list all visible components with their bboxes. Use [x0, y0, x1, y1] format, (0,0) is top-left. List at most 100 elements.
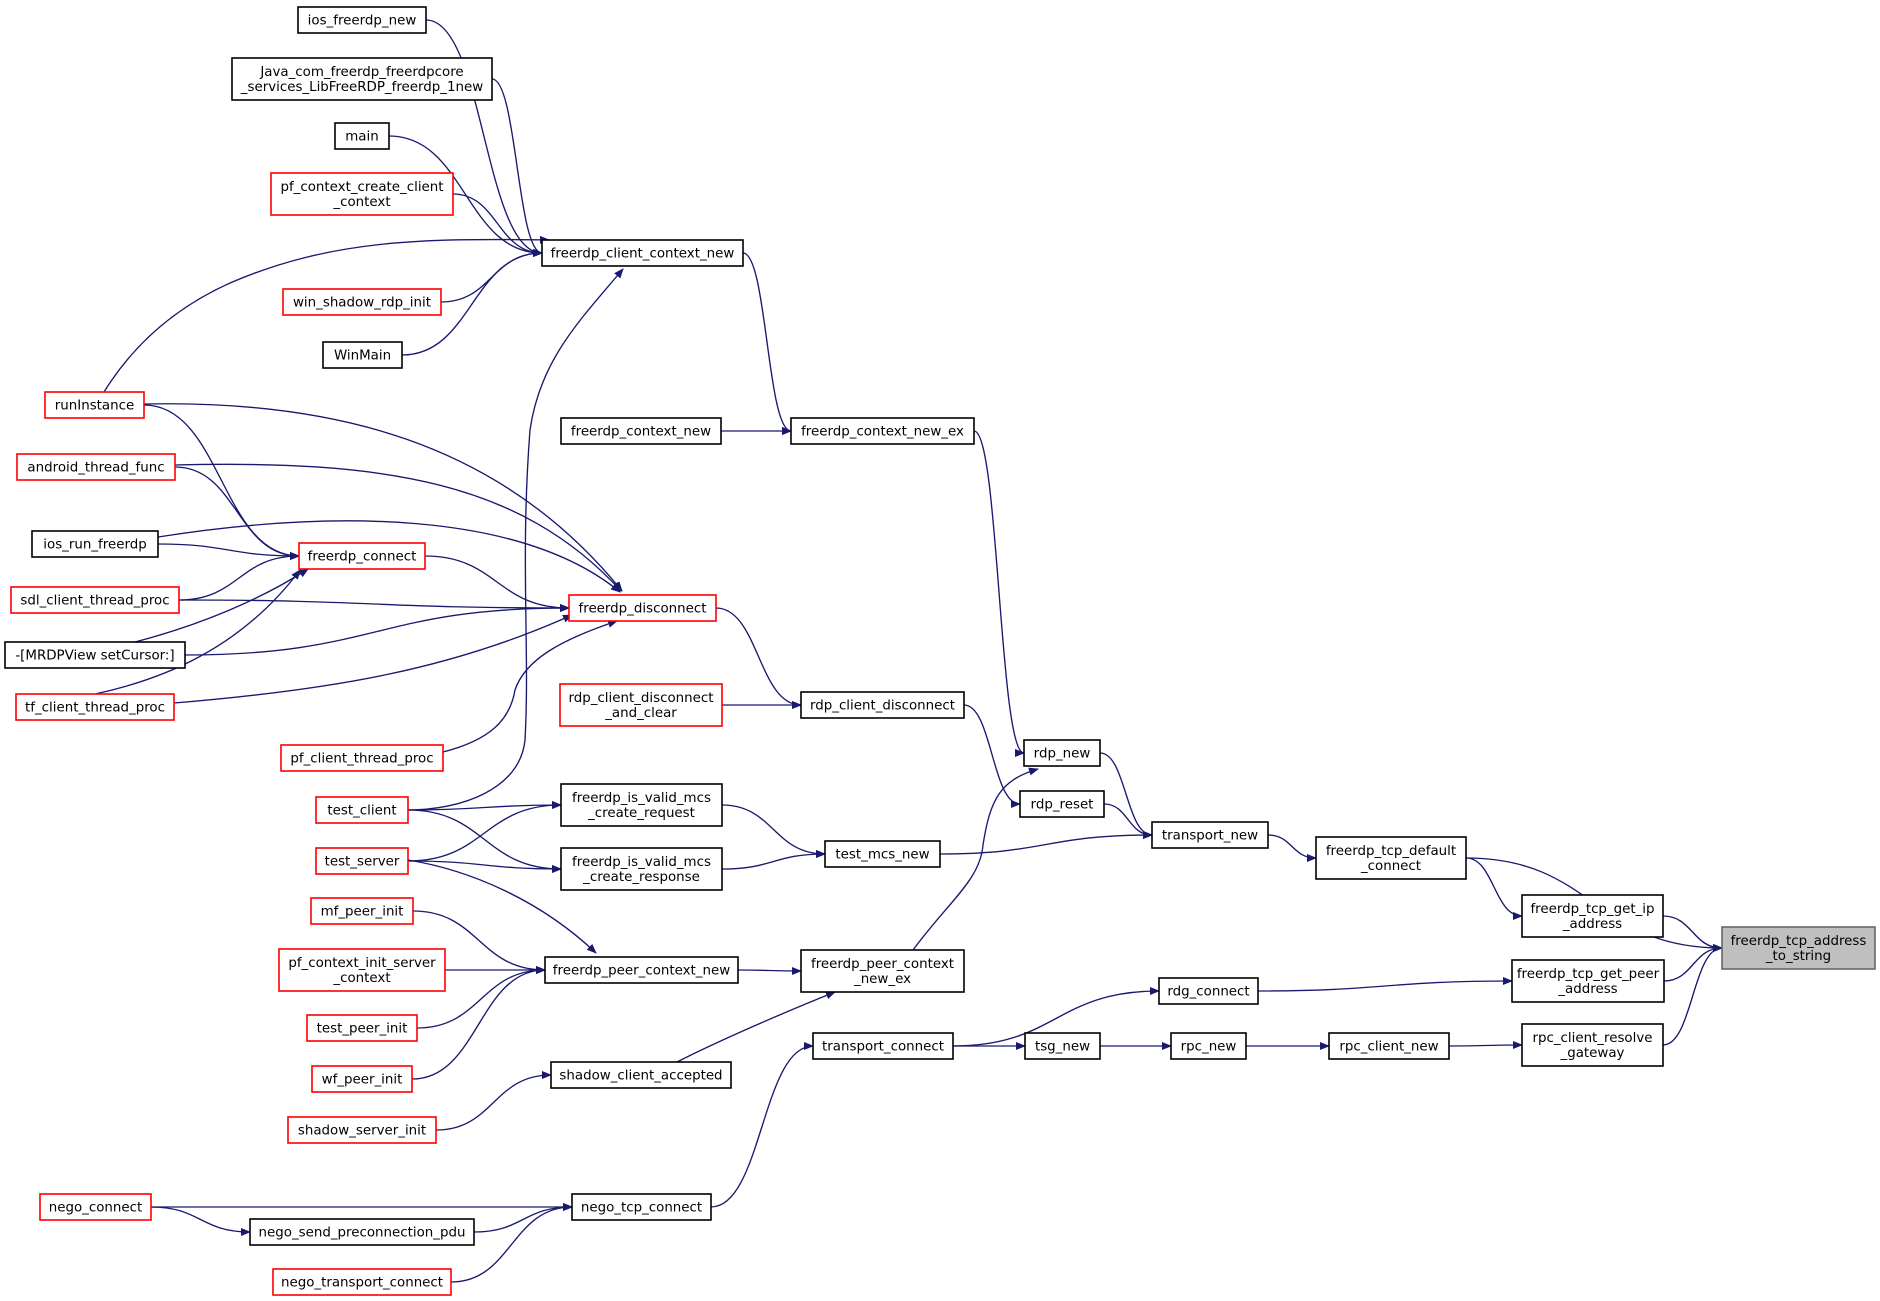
- edge-path: [452, 193, 543, 257]
- function-node[interactable]: freerdp_client_context_new: [541, 239, 744, 267]
- function-node[interactable]: freerdp_context_new_ex: [790, 417, 975, 445]
- function-node-root[interactable]: freerdp_tcp_address_to_string: [1721, 926, 1876, 970]
- call-edge: [184, 604, 570, 656]
- node-box: [298, 542, 426, 570]
- function-node[interactable]: tf_client_thread_proc: [15, 693, 175, 721]
- node-box: [790, 417, 975, 445]
- function-node[interactable]: rdp_client_disconnect: [800, 691, 965, 719]
- call-edge: [1103, 803, 1153, 839]
- function-node[interactable]: ios_freerdp_new: [297, 6, 427, 34]
- function-node[interactable]: transport_connect: [812, 1032, 954, 1060]
- function-node[interactable]: shadow_client_accepted: [550, 1061, 732, 1089]
- node-box: [282, 288, 442, 316]
- function-node[interactable]: rdp_reset: [1019, 790, 1105, 818]
- function-node[interactable]: nego_transport_connect: [272, 1268, 452, 1296]
- function-node[interactable]: rpc_new: [1170, 1032, 1247, 1060]
- edge-path: [157, 520, 621, 593]
- function-node[interactable]: pf_context_init_server_context: [278, 948, 446, 992]
- edge-path: [174, 466, 300, 560]
- call-edge: [721, 850, 826, 870]
- node-label: tsg_new: [1035, 1040, 1090, 1055]
- call-edge: [388, 135, 543, 257]
- node-label: _context: [332, 971, 390, 986]
- function-node[interactable]: freerdp_tcp_get_peer_address: [1511, 959, 1665, 1003]
- edges-layer: [94, 19, 1723, 1283]
- function-node[interactable]: rdp_new: [1023, 739, 1101, 767]
- edge-path: [1099, 752, 1153, 839]
- function-node[interactable]: shadow_server_init: [287, 1116, 437, 1144]
- node-box: [560, 783, 723, 827]
- function-node[interactable]: test_server: [315, 847, 409, 875]
- edge-path: [1257, 977, 1513, 992]
- call-edge: [424, 555, 570, 612]
- function-node[interactable]: test_peer_init: [306, 1014, 418, 1042]
- function-node[interactable]: ios_run_freerdp: [31, 530, 159, 558]
- node-box: [544, 956, 739, 984]
- call-edge: [407, 859, 597, 954]
- call-edge: [715, 607, 802, 709]
- function-node[interactable]: freerdp_is_valid_mcs_create_response: [560, 847, 723, 891]
- function-node[interactable]: Java_com_freerdp_freerdpcore_services_Li…: [231, 57, 493, 101]
- node-box: [10, 586, 180, 614]
- node-box: [249, 1218, 475, 1246]
- function-node[interactable]: rpc_client_resolve_gateway: [1521, 1023, 1664, 1067]
- function-node[interactable]: freerdp_tcp_get_ip_address: [1521, 894, 1664, 938]
- function-node[interactable]: freerdp_peer_context_new: [544, 956, 739, 984]
- edge-path: [412, 910, 546, 974]
- node-label: _and_clear: [604, 706, 677, 721]
- edge-path: [1103, 803, 1153, 839]
- edge-path: [134, 568, 309, 643]
- node-label: transport_connect: [822, 1040, 944, 1055]
- call-edge: [407, 809, 562, 873]
- call-edge: [676, 991, 836, 1063]
- function-node[interactable]: transport_new: [1151, 821, 1269, 849]
- call-edge: [411, 966, 546, 1080]
- function-node[interactable]: runInstance: [44, 391, 145, 419]
- node-box: [800, 691, 965, 719]
- node-box: [4, 641, 186, 669]
- function-node[interactable]: test_client: [315, 796, 409, 824]
- function-node[interactable]: sdl_client_thread_proc: [10, 586, 180, 614]
- function-node[interactable]: freerdp_disconnect: [568, 594, 717, 622]
- function-node[interactable]: win_shadow_rdp_init: [282, 288, 442, 316]
- function-node[interactable]: freerdp_connect: [298, 542, 426, 570]
- call-edge: [737, 966, 802, 975]
- edge-path: [710, 1042, 814, 1208]
- function-node[interactable]: wf_peer_init: [311, 1065, 413, 1093]
- node-label: freerdp_tcp_default: [1326, 844, 1456, 859]
- function-node[interactable]: nego_connect: [39, 1193, 152, 1221]
- node-label: freerdp_context_new_ex: [801, 425, 964, 440]
- function-node[interactable]: nego_tcp_connect: [571, 1193, 712, 1221]
- function-node[interactable]: rdg_connect: [1158, 977, 1259, 1005]
- node-label: pf_context_init_server: [288, 956, 436, 971]
- function-node[interactable]: freerdp_is_valid_mcs_create_request: [560, 783, 723, 827]
- node-box: [231, 57, 493, 101]
- function-node[interactable]: freerdp_peer_context_new_ex: [800, 949, 965, 993]
- node-label: freerdp_context_new: [571, 425, 711, 440]
- node-box: [334, 122, 390, 150]
- function-node[interactable]: WinMain: [322, 341, 403, 369]
- edge-path: [1663, 944, 1723, 982]
- function-node[interactable]: rdp_client_disconnect_and_clear: [559, 683, 723, 727]
- function-node[interactable]: android_thread_func: [16, 453, 176, 481]
- node-label: Java_com_freerdp_freerdpcore: [259, 65, 463, 80]
- node-box: [322, 341, 403, 369]
- node-label: WinMain: [334, 349, 391, 364]
- function-node[interactable]: pf_context_create_client_context: [270, 172, 454, 216]
- function-node[interactable]: nego_send_preconnection_pdu: [249, 1218, 475, 1246]
- call-edge: [491, 78, 543, 257]
- function-node[interactable]: test_mcs_new: [824, 840, 941, 868]
- edge-path: [157, 543, 300, 560]
- function-node[interactable]: freerdp_tcp_default_connect: [1315, 836, 1467, 880]
- function-node[interactable]: -[MRDPView setCursor:]: [4, 641, 186, 669]
- function-node[interactable]: pf_client_thread_proc: [280, 744, 444, 772]
- function-node[interactable]: rpc_client_new: [1328, 1032, 1450, 1060]
- function-node[interactable]: mf_peer_init: [310, 897, 414, 925]
- call-edge: [963, 704, 1021, 808]
- function-node[interactable]: tsg_new: [1024, 1032, 1101, 1060]
- function-node[interactable]: main: [334, 122, 390, 150]
- call-edge: [407, 801, 562, 862]
- node-label: sdl_client_thread_proc: [20, 594, 169, 609]
- function-node[interactable]: freerdp_context_new: [560, 417, 722, 445]
- edge-path: [416, 966, 546, 1029]
